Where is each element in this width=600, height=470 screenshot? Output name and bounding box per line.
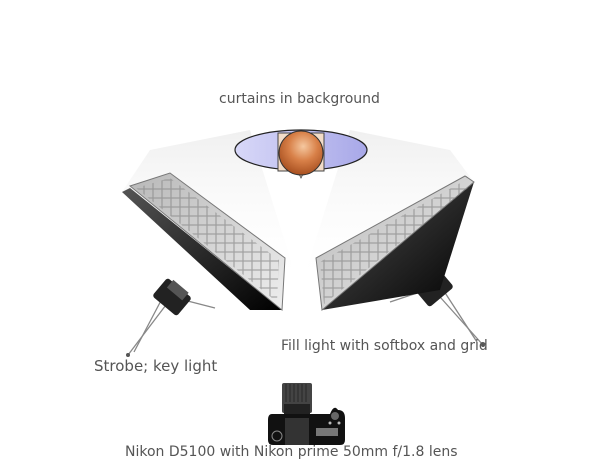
subject: [234, 129, 368, 179]
fill-light: [315, 175, 485, 347]
camera-lcd: [316, 428, 338, 436]
key-light: [122, 172, 286, 357]
key-softbox-body: [122, 188, 282, 310]
fill-light-label: Fill light with softbox and grid: [281, 338, 488, 354]
key-light-label: Strobe; key light: [94, 357, 218, 375]
camera: [268, 383, 345, 445]
key-strobe-head: [153, 278, 191, 316]
key-softbox-grid: [136, 178, 279, 302]
fill-softbox-grid: [320, 182, 468, 304]
background-label: curtains in background: [219, 91, 380, 107]
subject-head: [278, 130, 324, 176]
camera-label: Nikon D5100 with Nikon prime 50mm f/1.8 …: [125, 444, 458, 460]
